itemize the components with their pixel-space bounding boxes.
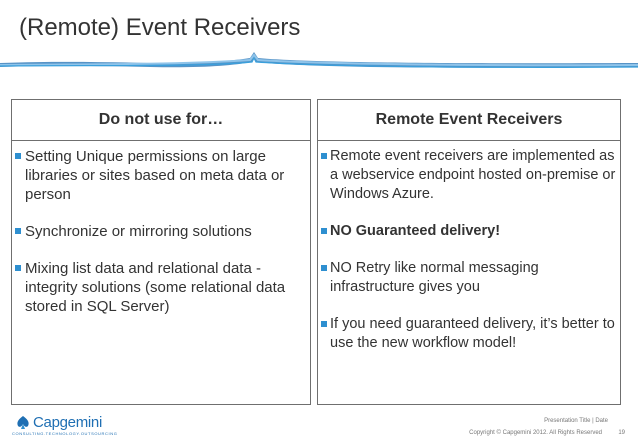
list-item: NO Retry like normal messaging infrastru… [318,259,620,297]
list-item: Setting Unique permissions on large libr… [12,147,310,204]
square-bullet-icon [15,153,21,159]
square-bullet-icon [15,265,21,271]
square-bullet-icon [321,321,327,327]
square-bullet-icon [321,153,327,159]
bullet-list: Setting Unique permissions on large libr… [12,141,310,316]
list-item-text: If you need guaranteed delivery, it’s be… [330,316,615,351]
column-heading: Remote Event Receivers [318,100,620,141]
list-item-text: NO Guaranteed delivery! [330,223,501,239]
remote-event-receivers-column: Remote Event Receivers Remote event rece… [317,99,621,405]
page-number: 19 [618,430,625,436]
square-bullet-icon [321,265,327,271]
list-item-text: Synchronize or mirroring solutions [25,223,252,240]
column-heading: Do not use for… [12,100,310,141]
list-item-text: Mixing list data and relational data - i… [25,260,286,315]
list-item: If you need guaranteed delivery, it’s be… [318,315,620,353]
list-item: Mixing list data and relational data - i… [12,259,310,316]
bullet-list: Remote event receivers are implemented a… [318,141,620,353]
list-item: NO Guaranteed delivery! [318,222,620,241]
logo-text: Capgemini [33,414,103,431]
slide-title: (Remote) Event Receivers [19,14,301,41]
list-item-text: Setting Unique permissions on large libr… [25,148,285,203]
do-not-use-column: Do not use for… Setting Unique permissio… [11,99,311,405]
footer-presentation-meta: Presentation Title | Date [544,418,608,424]
list-item-text: NO Retry like normal messaging infrastru… [330,260,539,295]
square-bullet-icon [15,228,21,234]
list-item-text: Remote event receivers are implemented a… [330,148,616,202]
footer-copyright: Copyright © Capgemini 2012. All Rights R… [469,430,602,436]
capgemini-logo: Capgemini CONSULTING.TECHNOLOGY.OUTSOURC… [12,414,117,438]
list-item: Remote event receivers are implemented a… [318,147,620,204]
list-item: Synchronize or mirroring solutions [12,222,310,241]
header-wave-decoration [0,52,638,68]
square-bullet-icon [321,228,327,234]
logo-tagline: CONSULTING.TECHNOLOGY.OUTSOURCING [12,431,118,436]
capgemini-spade-icon [17,416,29,429]
